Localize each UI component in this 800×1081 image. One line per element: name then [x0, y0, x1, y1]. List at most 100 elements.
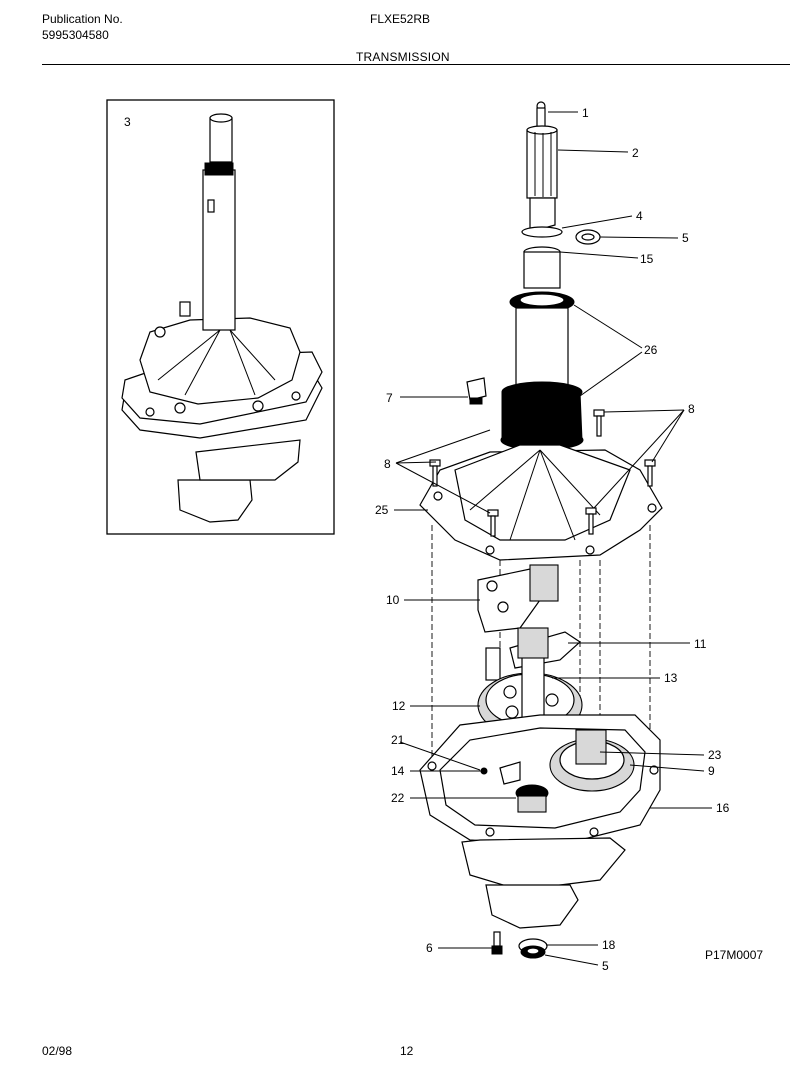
cover-dome: [454, 444, 631, 541]
callout-6: 6: [426, 941, 433, 955]
bolt-shank: [490, 515, 496, 537]
cover-hole: [485, 545, 495, 555]
callout-7: 7: [386, 391, 393, 405]
callout-8-left: 8: [384, 457, 391, 471]
shaft-pinion: [517, 627, 549, 659]
inset-gearcase: [195, 439, 301, 481]
part-23-pinion: [575, 729, 607, 765]
callout-4: 4: [636, 209, 643, 223]
bolt-shank: [647, 465, 653, 487]
shaft-middle: [523, 251, 561, 289]
part-2-spline: [526, 129, 558, 199]
inset-shaft: [202, 169, 236, 331]
lower-seal-top: [501, 381, 583, 403]
leader-21: [399, 741, 481, 771]
callout-15: 15: [640, 252, 654, 266]
callout-23: 23: [708, 748, 722, 762]
callout-labels: 3 1 2 4 5 15 26 7 8 8 25 10 11 13 12 21 …: [124, 106, 730, 973]
lower-case: [461, 837, 626, 891]
seal-inner: [519, 293, 565, 307]
inset-bolt-hole: [291, 391, 301, 401]
washer-center: [526, 947, 540, 955]
callout-5-upper: 5: [682, 231, 689, 245]
part-4-ring: [521, 226, 563, 238]
case-hole: [589, 827, 599, 837]
callout-2: 2: [632, 146, 639, 160]
leader-26b: [579, 351, 643, 397]
footer-date: 02/98: [42, 1044, 73, 1058]
inset-rib-3: [229, 329, 276, 381]
section-title: TRANSMISSION: [356, 50, 450, 64]
inset-shaft-top: [209, 113, 233, 123]
cover-hole: [585, 545, 595, 555]
inset-bolt-hole: [154, 326, 166, 338]
case-hole: [649, 765, 659, 775]
case-base: [485, 884, 579, 929]
callout-12: 12: [392, 699, 406, 713]
bolt-head: [585, 507, 597, 515]
bolt-head: [429, 459, 441, 467]
bracket-post: [485, 647, 501, 681]
gear-hole: [505, 705, 519, 719]
cover-rib: [539, 449, 576, 541]
callout-8-right: 8: [688, 402, 695, 416]
inset-bolt-hole: [145, 407, 155, 417]
callout-21: 21: [391, 733, 405, 747]
gear-hole: [545, 693, 559, 707]
washer-hole: [581, 233, 595, 241]
leader-15: [559, 251, 639, 259]
diagram-code: P17M0007: [705, 948, 764, 962]
leader-23: [599, 751, 705, 756]
callout-13: 13: [664, 671, 678, 685]
case-hole: [427, 761, 437, 771]
header-rule: [42, 64, 790, 65]
bushing-body: [517, 795, 547, 813]
inset-frame: [106, 99, 335, 535]
bolt-head: [644, 459, 656, 467]
part-1-screw: [536, 107, 546, 129]
bolt-shank: [432, 465, 438, 487]
inset-shaft-spline: [209, 117, 233, 163]
inset-shaft-collar: [204, 162, 234, 176]
inset-plug: [179, 301, 191, 317]
leader-8b-1: [603, 409, 685, 413]
part-21-key: [499, 761, 521, 785]
callout-5-lower: 5: [602, 959, 609, 973]
leader-8b-2: [651, 409, 685, 463]
leader-5: [599, 236, 679, 239]
leader-26a: [573, 304, 643, 349]
cover-hole: [647, 503, 657, 513]
shaft-top: [529, 197, 556, 233]
leader-9: [629, 764, 705, 772]
gear-plate-hole: [486, 580, 498, 592]
callout-25: 25: [375, 503, 389, 517]
inset-rib-2: [184, 329, 221, 396]
cover-rib: [539, 449, 601, 516]
leader-4: [561, 215, 633, 229]
callout-11: 11: [694, 637, 707, 651]
inset-bolt: [174, 402, 186, 414]
bolt-shank: [596, 415, 602, 437]
callout-10: 10: [386, 593, 400, 607]
bolt-head: [593, 409, 605, 417]
leader-5b: [544, 954, 599, 966]
cover-hole: [433, 491, 443, 501]
exploded-view: [419, 101, 663, 959]
gear-plate-hole: [497, 601, 509, 613]
part-6-screw: [493, 931, 501, 947]
inset-shaft-mark: [207, 199, 215, 213]
inset-housing: [139, 317, 301, 405]
inset-rib-1: [157, 329, 221, 381]
callout-18: 18: [602, 938, 616, 952]
inset-bolt: [252, 400, 264, 412]
leader-2: [557, 149, 629, 153]
callout-26: 26: [644, 343, 658, 357]
screw-head: [491, 945, 503, 955]
callout-14: 14: [391, 764, 405, 778]
inset-rib-4: [229, 329, 256, 396]
plug-thread: [469, 397, 483, 405]
main-shaft: [515, 307, 569, 391]
case-hole: [485, 827, 495, 837]
leader-8a-3: [395, 462, 491, 514]
